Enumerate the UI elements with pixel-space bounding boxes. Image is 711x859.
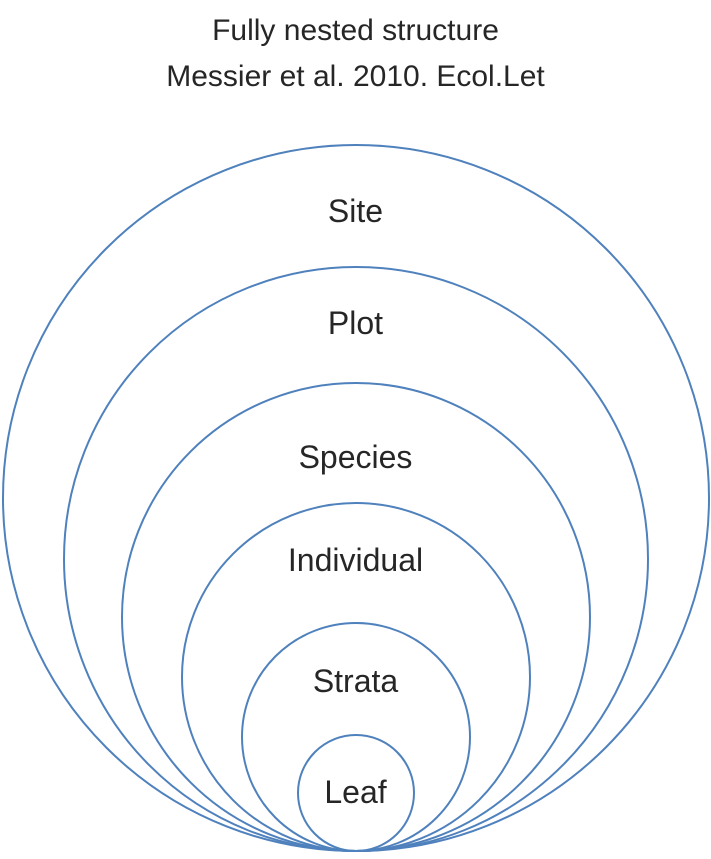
site-circle <box>2 144 710 852</box>
strata-circle <box>241 622 471 852</box>
leaf-circle <box>297 734 415 852</box>
title-line-2: Messier et al. 2010. Ecol.Let <box>166 60 545 93</box>
diagram-title: Fully nested structure Messier et al. 20… <box>0 8 711 100</box>
species-label: Species <box>298 439 413 475</box>
individual-label: Individual <box>287 542 424 578</box>
site-label: Site <box>327 193 384 229</box>
leaf-label: Leaf <box>324 774 387 810</box>
title-line-1: Fully nested structure <box>212 14 499 47</box>
strata-label: Strata <box>312 663 399 699</box>
plot-label: Plot <box>327 305 384 341</box>
